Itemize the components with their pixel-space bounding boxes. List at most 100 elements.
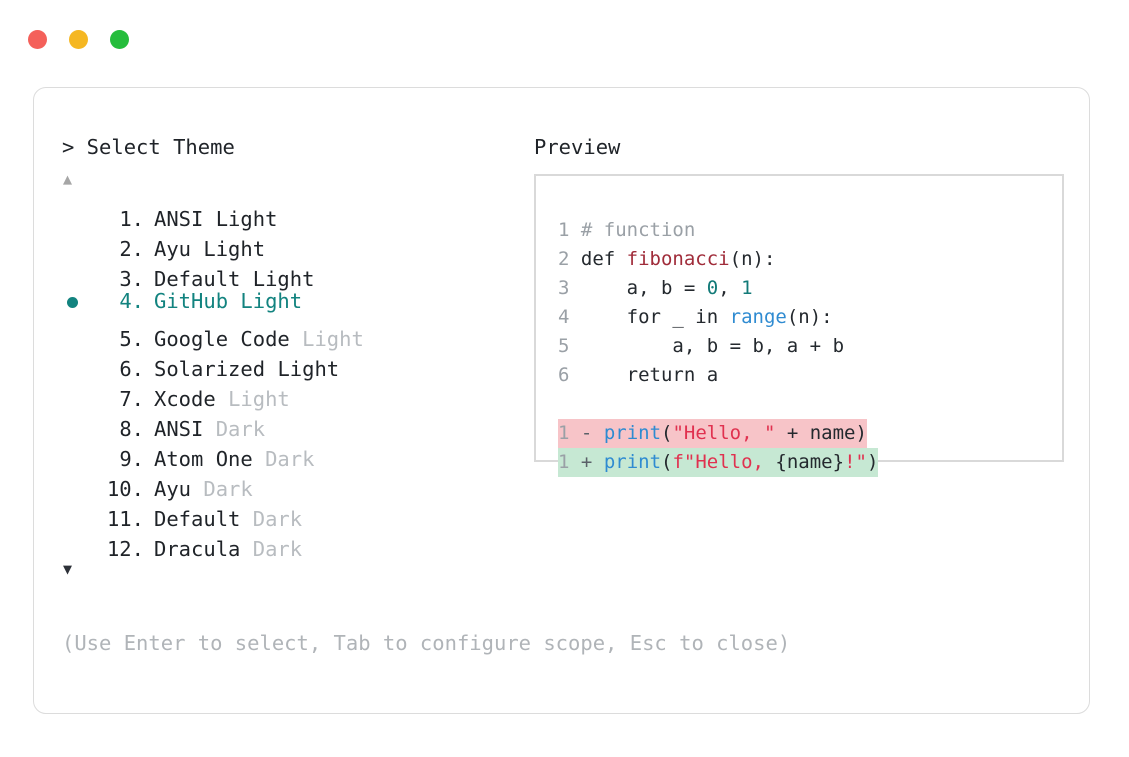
window-controls xyxy=(28,30,129,49)
theme-item-variant: Light xyxy=(215,207,278,231)
theme-item-variant: Light xyxy=(228,387,290,411)
spacer xyxy=(144,324,154,354)
code-line: 4 for _ in range(n): xyxy=(558,303,878,332)
diff-line-del: 1 - print("Hello, " + name) xyxy=(558,419,878,448)
preview-title: Preview xyxy=(534,135,621,159)
diff-highlight: 1 - print("Hello, " + name) xyxy=(558,419,867,448)
line-number: 1 xyxy=(558,451,570,473)
theme-item-variant: Light xyxy=(240,289,303,313)
theme-list-item[interactable]: 5. Google Code Light xyxy=(62,316,532,351)
line-number: 1 xyxy=(558,422,570,444)
theme-item-name: Default xyxy=(154,507,241,531)
code-token: ) xyxy=(866,451,879,473)
theme-list-item[interactable]: 2. Ayu Light xyxy=(62,226,532,261)
theme-item-variant: Dark xyxy=(252,507,303,531)
line-number: 5 xyxy=(558,335,570,357)
theme-list-item[interactable]: 4. GitHub Light xyxy=(62,286,532,316)
line-number: 4 xyxy=(558,306,570,328)
spacer xyxy=(253,444,265,474)
theme-list-item[interactable]: 7. Xcode Light xyxy=(62,376,532,411)
theme-item-name: Google Code xyxy=(154,327,290,351)
code-token: (n): xyxy=(729,248,776,270)
selection-bullet-cell xyxy=(62,436,92,466)
theme-item-index: 11. xyxy=(106,507,144,531)
spacer xyxy=(228,286,240,316)
selection-bullet-cell xyxy=(62,196,92,226)
theme-list-item[interactable]: 10. Ayu Dark xyxy=(62,466,532,501)
code-token: a, b = xyxy=(580,277,707,299)
code-token: print xyxy=(603,422,662,444)
code-token: ( xyxy=(661,451,673,473)
code-token: print xyxy=(603,451,662,473)
theme-item-name: GitHub xyxy=(154,289,229,313)
minimize-window-button[interactable] xyxy=(69,30,88,49)
line-number: 6 xyxy=(558,364,570,386)
code-token: f"Hello, xyxy=(672,451,776,473)
theme-item-name: ANSI xyxy=(154,417,204,441)
theme-item-variant: Dark xyxy=(203,477,253,501)
scroll-up-icon[interactable]: ▲ xyxy=(63,170,73,188)
selected-bullet-icon xyxy=(67,297,78,308)
theme-list-item[interactable]: 3. Default Light xyxy=(62,256,532,291)
code-token: ( xyxy=(661,422,673,444)
theme-list-item[interactable]: 12. Dracula Dark xyxy=(62,526,532,561)
code-token: 1 xyxy=(741,277,753,299)
spacer xyxy=(569,335,580,357)
spacer xyxy=(569,306,580,328)
theme-item-index: 10. xyxy=(106,477,144,501)
selection-bullet-cell xyxy=(62,346,92,376)
theme-item-variant: Dark xyxy=(265,447,315,471)
close-window-button[interactable] xyxy=(28,30,47,49)
spacer xyxy=(240,504,252,534)
spacer xyxy=(265,354,277,384)
selection-bullet-cell xyxy=(62,376,92,406)
code-token: , xyxy=(718,277,742,299)
spacer xyxy=(144,534,154,564)
theme-item-name: ANSI xyxy=(154,207,204,231)
prompt-title: > Select Theme xyxy=(62,135,235,159)
theme-item-name: Ayu xyxy=(154,237,192,261)
theme-item-variant: Light xyxy=(203,237,266,261)
code-token: def xyxy=(580,248,627,270)
code-token: 0 xyxy=(706,277,719,299)
theme-item-name: Ayu xyxy=(154,477,192,501)
spacer xyxy=(216,384,228,414)
theme-list-item[interactable]: 11. Default Dark xyxy=(62,496,532,531)
theme-list-item[interactable]: 8. ANSI Dark xyxy=(62,406,532,441)
theme-list-item[interactable]: 1. ANSI Light xyxy=(62,196,532,231)
line-number: 3 xyxy=(558,277,570,299)
theme-item-name: Atom One xyxy=(154,447,253,471)
maximize-window-button[interactable] xyxy=(110,30,129,49)
theme-list-item[interactable]: 6. Solarized Light xyxy=(62,346,532,381)
diff-highlight: 1 + print(f"Hello, {name}!") xyxy=(558,448,879,477)
theme-item-name: Solarized xyxy=(154,357,266,381)
code-line: 1 # function xyxy=(558,216,878,245)
selection-bullet-cell xyxy=(62,496,92,526)
theme-list-item[interactable]: 9. Atom One Dark xyxy=(62,436,532,471)
spacer xyxy=(144,354,154,384)
scroll-down-icon[interactable]: ▼ xyxy=(63,560,73,578)
spacer xyxy=(203,414,215,444)
spacer xyxy=(191,474,203,504)
spacer xyxy=(144,444,154,474)
code-token: "Hello, " xyxy=(672,422,776,444)
spacer xyxy=(569,422,580,444)
theme-item-index: 4. xyxy=(119,289,144,313)
line-number: 1 xyxy=(558,219,570,241)
keyboard-hint: (Use Enter to select, Tab to configure s… xyxy=(62,631,791,655)
code-blank-line xyxy=(558,390,878,419)
spacer xyxy=(144,286,154,316)
spacer xyxy=(144,474,154,504)
theme-item-variant: Light xyxy=(302,327,364,351)
spacer xyxy=(569,364,580,386)
selection-bullet-cell xyxy=(62,288,92,318)
spacer xyxy=(203,204,215,234)
code-token: fibonacci xyxy=(626,248,730,270)
selection-bullet-cell xyxy=(62,316,92,346)
spacer xyxy=(569,277,580,299)
